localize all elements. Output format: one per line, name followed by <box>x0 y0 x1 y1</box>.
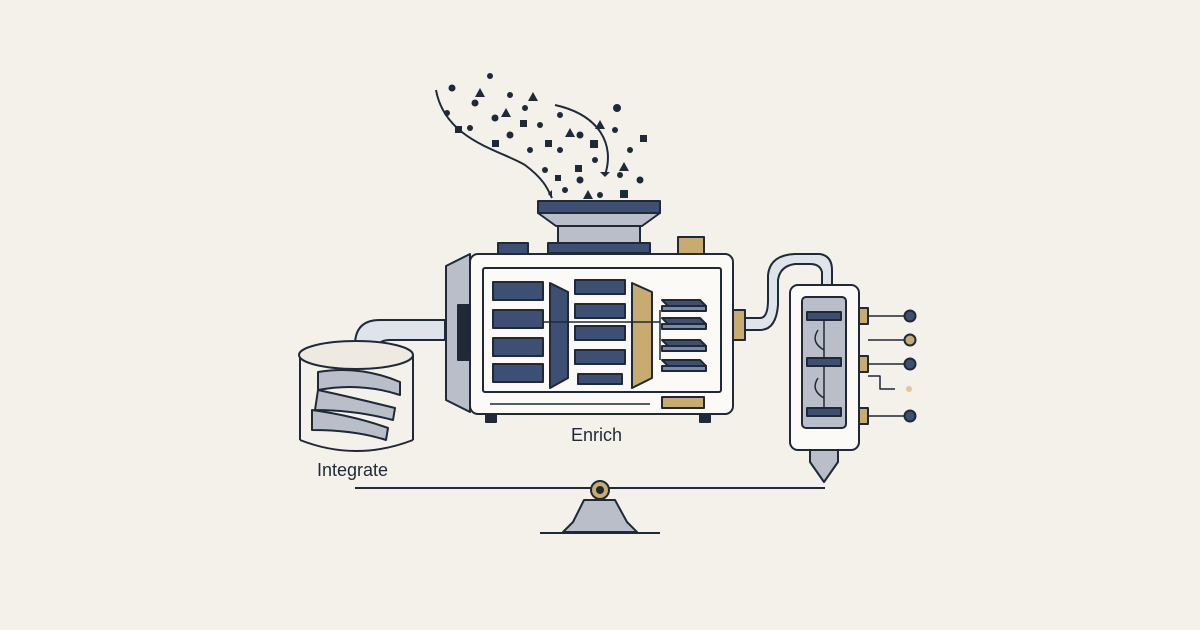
hopper-funnel-icon <box>537 200 661 254</box>
enrich-label: Enrich <box>571 425 623 445</box>
output-module-icon <box>789 284 917 483</box>
fulcrum-balance-icon <box>355 480 825 534</box>
integrate-label: Integrate <box>317 460 389 480</box>
coil-cylinder-icon <box>298 340 414 452</box>
processing-machine-icon <box>445 236 746 423</box>
scattered-data-particles-icon <box>435 73 647 199</box>
